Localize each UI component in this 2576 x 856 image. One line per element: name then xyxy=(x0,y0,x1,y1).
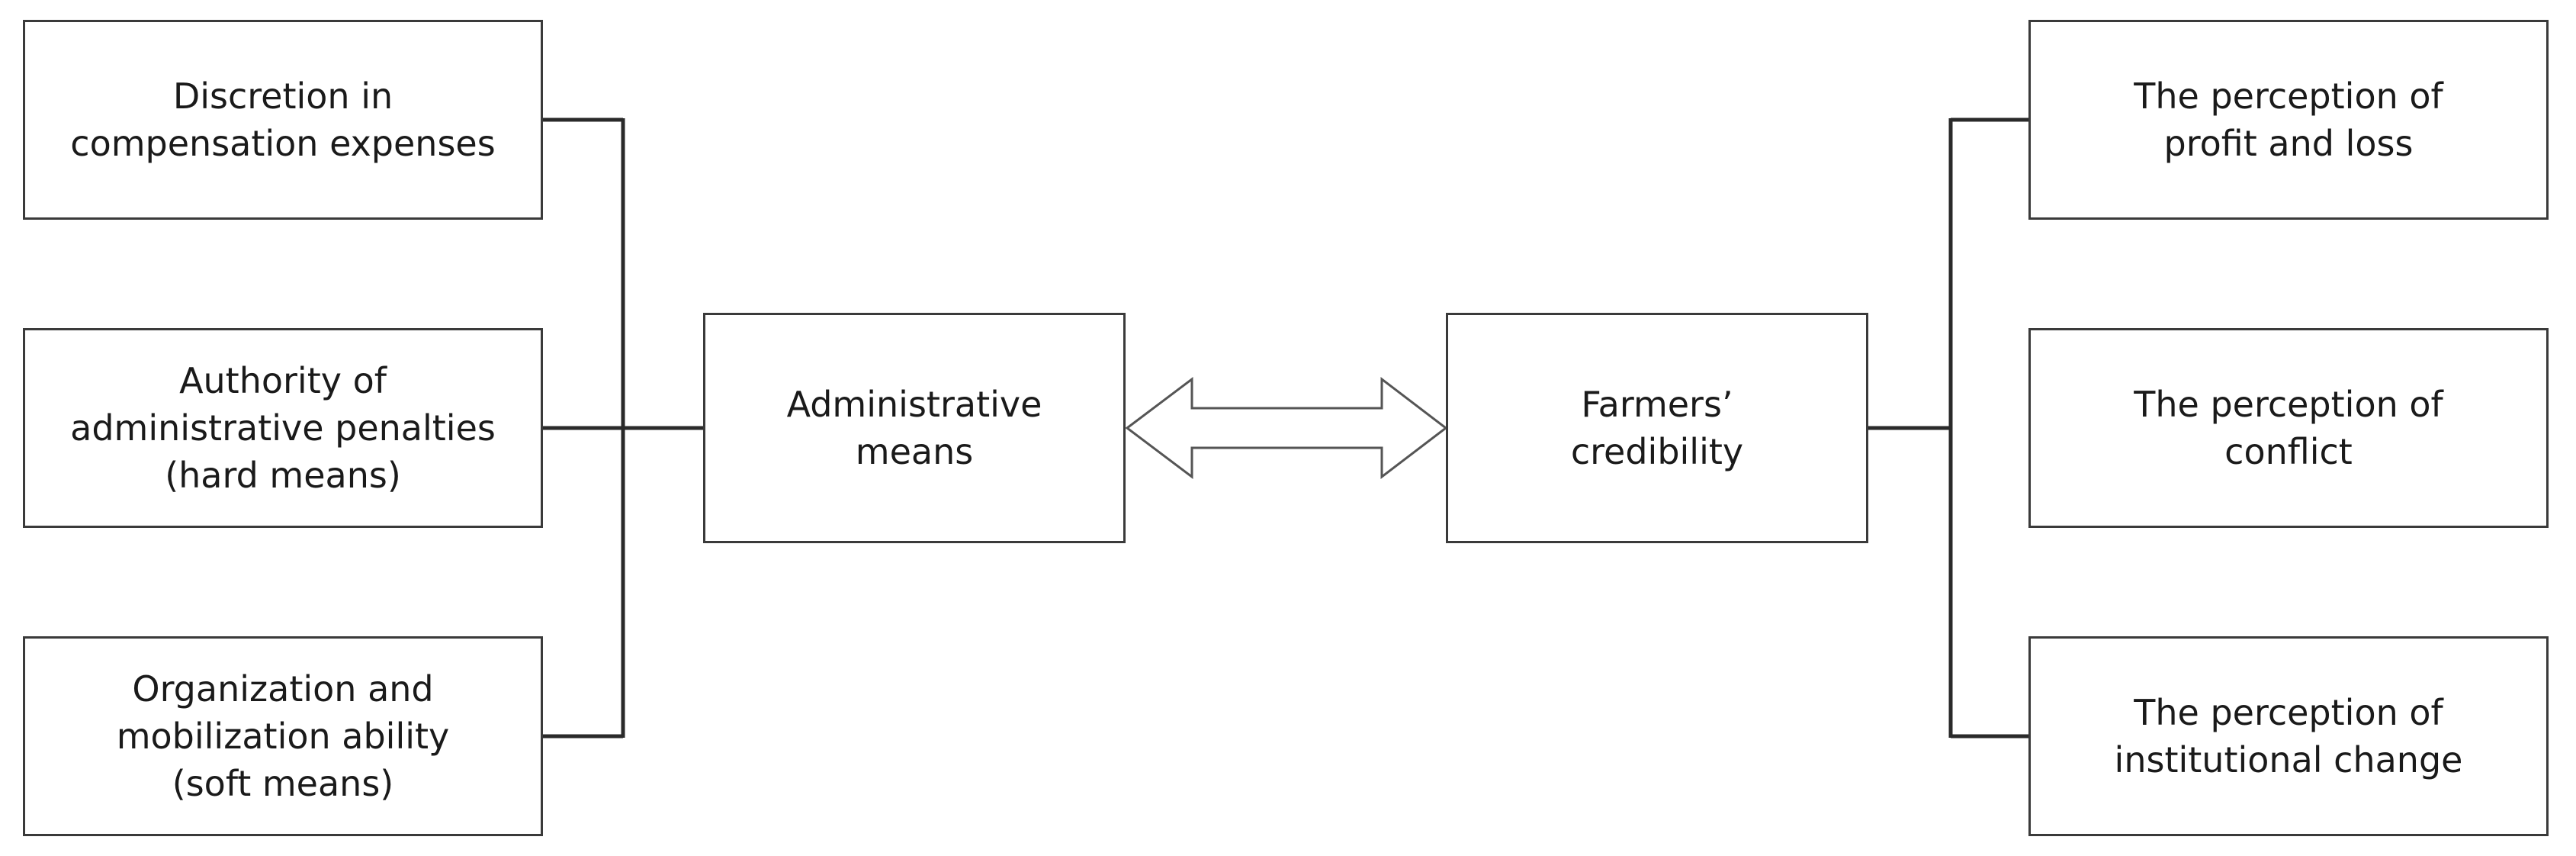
box-label: Authority of administrative penalties (h… xyxy=(70,360,496,496)
left-bracket xyxy=(543,117,703,739)
box-compensation-discretion: Discretion in compensation expenses xyxy=(23,20,543,220)
right-bracket xyxy=(1868,117,2028,739)
box-administrative-means: Administrative means xyxy=(703,313,1126,543)
box-label: The perception of institutional change xyxy=(2114,692,2463,780)
double-arrow-icon xyxy=(1125,376,1448,480)
box-perception-profit-loss: The perception of profit and loss xyxy=(2028,20,2549,220)
box-farmers-credibility: Farmers’ credibility xyxy=(1446,313,1868,543)
box-perception-institutional-change: The perception of institutional change xyxy=(2028,636,2549,836)
box-label: Administrative means xyxy=(786,384,1042,472)
box-label: Discretion in compensation expenses xyxy=(70,76,496,164)
box-label: Organization and mobilization ability (s… xyxy=(116,668,450,804)
box-mobilization-ability: Organization and mobilization ability (s… xyxy=(23,636,543,836)
box-administrative-penalties: Authority of administrative penalties (h… xyxy=(23,328,543,528)
box-label: Farmers’ credibility xyxy=(1570,384,1744,472)
box-label: The perception of profit and loss xyxy=(2134,76,2443,164)
box-perception-conflict: The perception of conflict xyxy=(2028,328,2549,528)
box-label: The perception of conflict xyxy=(2134,384,2443,472)
